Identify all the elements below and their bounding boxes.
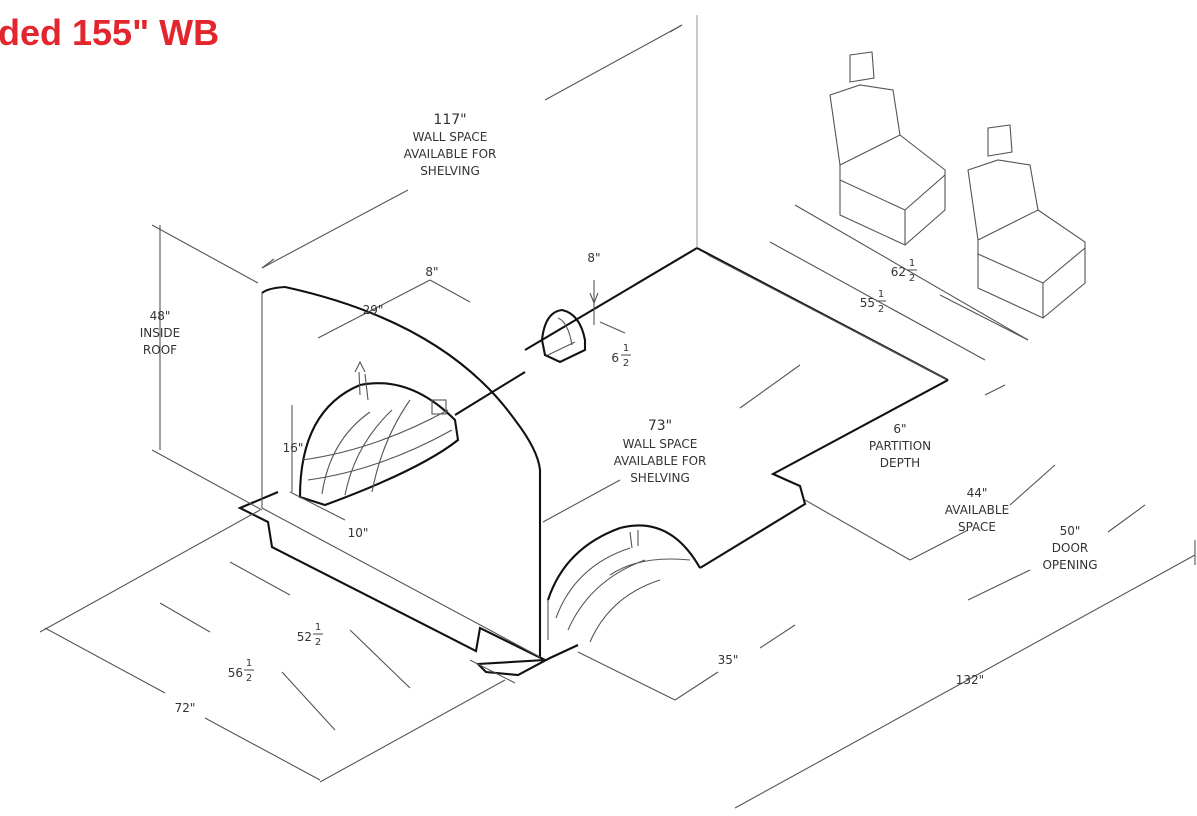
label-50-line2: DOOR	[1052, 541, 1088, 555]
label-8-left: 8"	[425, 265, 438, 279]
label-73-line4: SHELVING	[630, 471, 690, 485]
label-73-line3: AVAILABLE FOR	[614, 454, 707, 468]
label-48-line3: ROOF	[143, 343, 177, 357]
label-56-den: 2	[246, 673, 252, 684]
dimension-labels: 117" WALL SPACE AVAILABLE FOR SHELVING 7…	[140, 112, 1098, 715]
label-55-num: 1	[878, 289, 884, 300]
label-8-right: 8"	[587, 251, 600, 265]
front-seats	[829, 51, 1086, 319]
label-50-line3: OPENING	[1042, 558, 1097, 572]
label-56-whole: 56	[228, 666, 243, 680]
label-35: 35"	[718, 653, 739, 667]
label-52-num: 1	[315, 622, 321, 633]
label-44-value: 44"	[967, 486, 988, 500]
label-6-line2: PARTITION	[869, 439, 931, 453]
label-62-num: 1	[909, 258, 915, 269]
front-wheel-well	[547, 524, 701, 643]
label-73-value: 73"	[648, 418, 672, 434]
label-48-value: 48"	[150, 309, 171, 323]
label-6-value: 6"	[893, 422, 906, 436]
label-6half-whole: 6	[611, 351, 619, 365]
label-6half-num: 1	[623, 343, 629, 354]
label-73-line2: WALL SPACE	[623, 437, 698, 451]
label-6-line3: DEPTH	[880, 456, 920, 470]
label-48-line2: INSIDE	[140, 326, 181, 340]
label-44-line2: AVAILABLE	[945, 503, 1009, 517]
label-62-den: 2	[909, 273, 915, 284]
label-55-den: 2	[878, 304, 884, 315]
label-117-line2: WALL SPACE	[413, 130, 488, 144]
dimension-lines	[39, 24, 1196, 809]
label-52-whole: 52	[297, 630, 312, 644]
label-50-value: 50"	[1060, 524, 1081, 538]
cargo-floor	[237, 247, 949, 684]
label-117-value: 117"	[433, 112, 466, 128]
label-72: 72"	[175, 701, 196, 715]
label-117-line3: AVAILABLE FOR	[404, 147, 497, 161]
label-132: 132"	[956, 673, 984, 687]
label-10: 10"	[348, 526, 369, 540]
label-52-den: 2	[315, 637, 321, 648]
label-117-line4: SHELVING	[420, 164, 480, 178]
label-62-whole: 62	[891, 265, 906, 279]
rear-wall	[261, 285, 542, 658]
label-29: 29"	[363, 303, 384, 317]
label-16: 16"	[283, 441, 304, 455]
rear-wheel-well	[298, 360, 460, 507]
label-56-num: 1	[246, 658, 252, 669]
label-44-line3: SPACE	[958, 520, 996, 534]
label-6half-den: 2	[623, 358, 629, 369]
center-strut	[540, 308, 587, 364]
label-55-whole: 55	[860, 296, 875, 310]
page-title: ded 155" WB	[0, 12, 220, 53]
partition-wall	[696, 15, 949, 381]
